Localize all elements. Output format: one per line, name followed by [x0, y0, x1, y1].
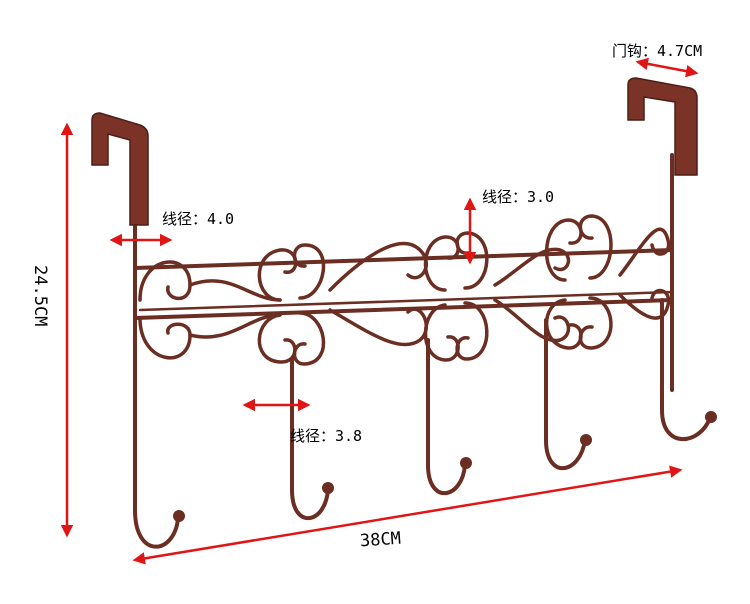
middle-rail [133, 298, 674, 320]
hook-3 [426, 338, 467, 496]
wire-diameter-left-label: 线径：4.0 [162, 210, 235, 228]
width-arrow [132, 465, 683, 565]
width-label: 38CM [359, 528, 402, 552]
hook-1 [133, 508, 180, 549]
scroll-left-lower [138, 316, 192, 360]
wire-diameter-right-label: 线径：3.0 [482, 188, 555, 206]
scroll-left-upper [138, 260, 192, 302]
scroll-heart-a-left [257, 248, 298, 302]
door-hook-label: 门钩：4.7CM [612, 42, 703, 60]
door-hook-arrow [635, 57, 699, 78]
door-hook-left [91, 112, 149, 226]
wire-diameter-bottom-label: 线径：3.8 [290, 427, 363, 445]
door-hook-right [627, 77, 698, 176]
inner-rail [138, 290, 674, 312]
hook-5 [660, 298, 712, 442]
scroll-heart-a-right [292, 243, 326, 300]
top-rail [133, 248, 674, 270]
door-hooks [91, 77, 698, 226]
hook-tips [173, 411, 717, 522]
height-label: 24.5CM [30, 265, 50, 327]
rack-frame [133, 153, 674, 512]
dimension-arrows [60, 57, 699, 565]
scroll-ornaments [138, 214, 671, 366]
